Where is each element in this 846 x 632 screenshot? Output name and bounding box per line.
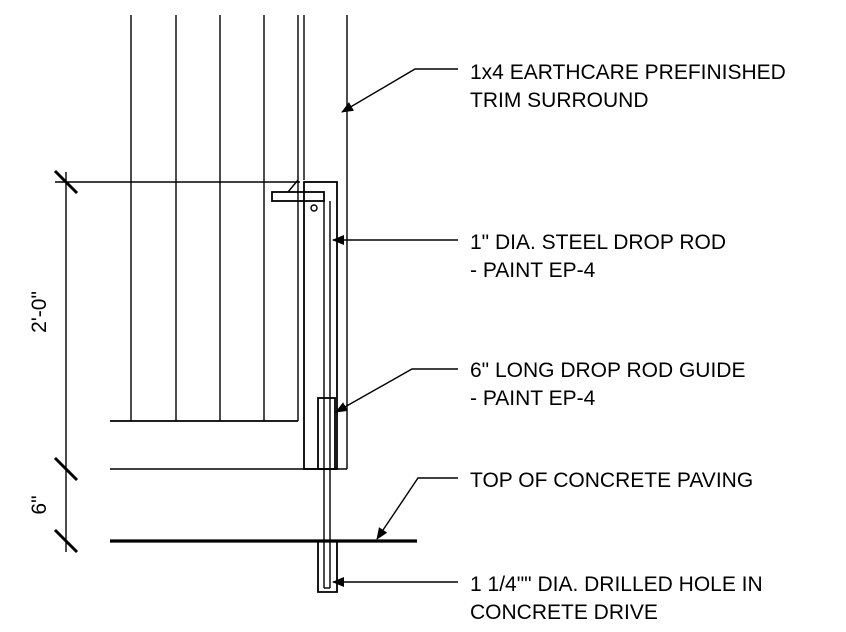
note-drilled-hole-line1: 1 1/4"" DIA. DRILLED HOLE IN xyxy=(470,573,763,596)
note-rod-guide: 6" LONG DROP ROD GUIDE - PAINT EP-4 xyxy=(470,359,745,410)
note-rod-guide-line2: - PAINT EP-4 xyxy=(470,387,596,410)
dimension-tick-top xyxy=(53,169,79,195)
drilled-hole xyxy=(317,541,338,593)
dimension-label-lower: 6" xyxy=(28,495,51,514)
drop-rod-handle-slash xyxy=(287,179,299,193)
leader-trim xyxy=(341,68,458,113)
note-paving: TOP OF CONCRETE PAVING xyxy=(470,469,753,492)
note-drilled-hole-line2: CONCRETE DRIVE xyxy=(470,601,658,624)
dimension-tick-bottom xyxy=(53,528,79,554)
leader-rod-guide xyxy=(335,368,458,413)
note-trim-line2: TRIM SURROUND xyxy=(470,89,649,112)
leader-paving xyxy=(376,477,458,540)
drop-rod-guide xyxy=(317,397,336,470)
drop-rod-handle-bar xyxy=(271,191,325,202)
note-paving-line1: TOP OF CONCRETE PAVING xyxy=(470,469,753,492)
note-rod-guide-line1: 6" LONG DROP ROD GUIDE xyxy=(470,359,745,382)
note-drilled-hole: 1 1/4"" DIA. DRILLED HOLE IN CONCRETE DR… xyxy=(470,573,763,624)
note-drop-rod-line1: 1" DIA. STEEL DROP ROD xyxy=(470,231,726,254)
note-trim: 1x4 EARTHCARE PREFINISHED TRIM SURROUND xyxy=(470,61,786,112)
note-drop-rod: 1" DIA. STEEL DROP ROD - PAINT EP-4 xyxy=(470,231,726,282)
dimension-label-upper: 2'-0" xyxy=(28,291,51,333)
note-trim-line1: 1x4 EARTHCARE PREFINISHED xyxy=(470,61,786,84)
drop-rod-pivot-pin xyxy=(310,204,318,212)
drop-rod-handle xyxy=(271,179,325,212)
dimension-lower: 6" xyxy=(28,469,79,554)
note-drop-rod-line2: - PAINT EP-4 xyxy=(470,259,596,282)
gate-boards xyxy=(130,15,348,469)
drop-rod-bracket xyxy=(303,181,338,470)
dimension-upper: 2'-0" xyxy=(28,169,79,482)
